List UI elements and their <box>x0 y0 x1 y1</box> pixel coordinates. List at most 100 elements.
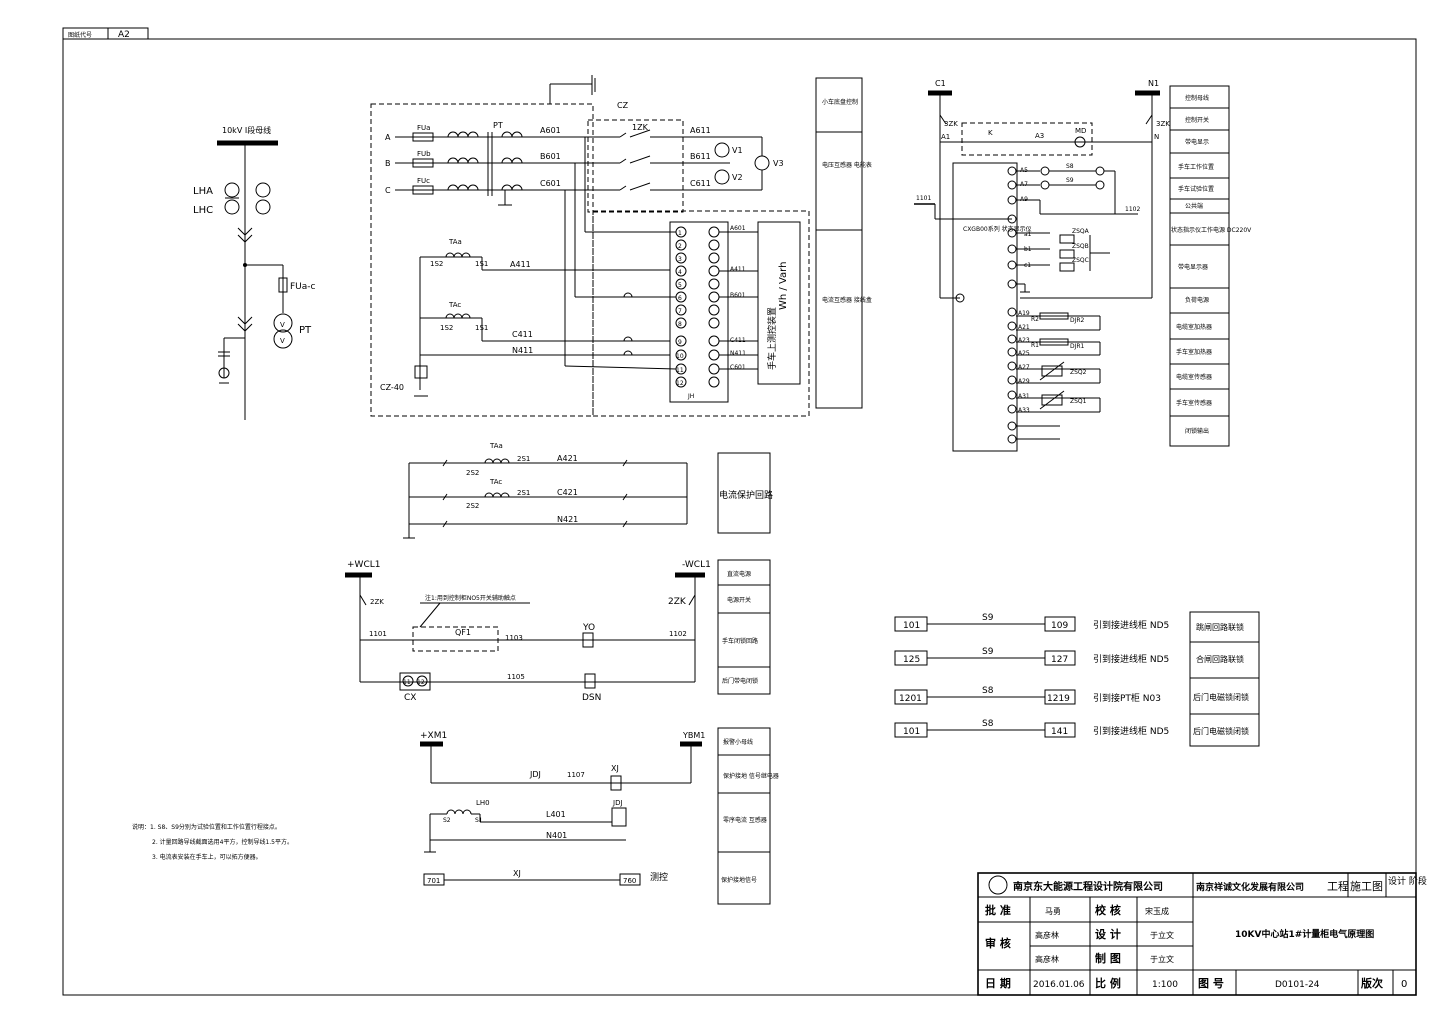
w-a411: A411 <box>510 260 531 269</box>
sig-s1: S1 <box>475 817 483 824</box>
side1-row1: 小车底盘控制 <box>822 98 858 106</box>
1s2-a: 1S2 <box>430 260 443 268</box>
w1103: 1103 <box>505 634 523 642</box>
w1102: 1102 <box>669 630 687 638</box>
side4-row5: 手车试验位置 <box>1178 185 1214 193</box>
design-sig: 于立文 <box>1150 930 1174 940</box>
w1105: 1105 <box>507 673 525 681</box>
meter-note: 手车上测控装置 <box>766 307 778 370</box>
2zk-right: 2ZK <box>668 597 687 607</box>
lhc-label: LHC <box>193 205 213 216</box>
control-section: C1 N1 3ZK 3ZK A1 N K A3 MD 1101 1102 CXG… <box>914 79 1170 452</box>
side-table-1: 小车底盘控制 电压互感器 电能表 电流互感器 接线盒 <box>815 77 872 409</box>
jh-term-4: 4 <box>678 269 682 276</box>
cz-label: CZ <box>617 101 629 110</box>
svg-text:V: V <box>280 321 285 329</box>
3zk-right: 3ZK <box>1156 120 1170 128</box>
prot-2s1-c: 2S1 <box>517 489 530 497</box>
side4-row3: 带电显示 <box>1185 138 1209 146</box>
side2-row1: 直流电源 <box>727 570 751 578</box>
cx-term-12: 12 <box>417 679 425 686</box>
title-block: 南京东大能源工程设计院有限公司 南京祥诚文化发展有限公司 工程 施工图 设计 阶… <box>977 872 1427 996</box>
v1-label: V1 <box>732 146 743 155</box>
il-to: 109 <box>1051 621 1068 631</box>
t701: 701 <box>427 877 440 885</box>
lh0-label: LH0 <box>476 799 490 807</box>
a3-label: A3 <box>1035 132 1044 140</box>
jh-term-3: 3 <box>678 256 682 263</box>
scale-label: 比 例 <box>1095 976 1121 990</box>
w-c411: C411 <box>512 330 533 339</box>
drawing-code-label: 图纸代号 <box>68 31 92 39</box>
side4-row14: 闭锁输出 <box>1185 427 1209 435</box>
side4-row13: 手车室传感器 <box>1176 399 1212 407</box>
tac-label: TAc <box>448 301 461 309</box>
zsq1-label: ZSQ1 <box>1070 398 1087 405</box>
fu-b: FUb <box>417 150 431 158</box>
dc-control-section: +WCL1 -WCL1 2ZK 2ZK 1101 1102 1103 QF1 注… <box>345 560 711 703</box>
jh-term-8: 8 <box>678 321 682 328</box>
draw-label: 制 图 <box>1095 951 1121 965</box>
approve-sig: 马勇 <box>1045 907 1061 916</box>
il-to: 127 <box>1051 655 1068 665</box>
jh-c601: C601 <box>730 364 746 371</box>
phase-a: A <box>385 133 391 142</box>
side-table-4: 控制母线 控制开关 带电显示 手车工作位置 手车试验位置 公共端 状态指示仪工作… <box>1169 85 1252 447</box>
scale-value: 1:100 <box>1152 980 1178 990</box>
2zk-left: 2ZK <box>370 598 384 606</box>
il-from: 101 <box>903 727 920 737</box>
xj-contact: XJ <box>513 869 521 878</box>
term-a33: A33 <box>1018 407 1030 414</box>
drawing-code-tab: 图纸代号 A2 <box>62 27 149 40</box>
w-c421: C421 <box>557 488 578 497</box>
jh-term-10: 10 <box>676 353 684 360</box>
note-1: 说明：1. S8、S9分别为试验位置和工作位置行程接点。 <box>132 823 281 831</box>
il-desc: 引到接进线柜 ND5 <box>1093 725 1169 737</box>
meter-label: Wh / Varh <box>778 262 789 310</box>
current-protection-section: TAa TAc 2S2 2S2 2S1 2S1 A421 C421 N421 电… <box>403 442 773 539</box>
md-label: MD <box>1075 127 1086 135</box>
ybm1-label: YBM1 <box>682 731 705 740</box>
prot-taa: TAa <box>489 442 503 450</box>
sig-s2: S2 <box>443 817 451 824</box>
w-b601: B601 <box>540 152 561 161</box>
pos-bus: +WCL1 <box>347 560 380 570</box>
side3-row2: 保护接地 信号继电器 <box>723 772 779 780</box>
dsn-label: DSN <box>582 693 601 703</box>
review-sig-2: 高彦林 <box>1035 954 1059 964</box>
side3-row3: 零序电流 互感器 <box>723 816 767 824</box>
jh-term-12: 12 <box>676 380 684 387</box>
company-name: 南京东大能源工程设计院有限公司 <box>1013 880 1163 893</box>
fu-a: FUa <box>417 124 430 132</box>
il-from: 125 <box>903 655 920 665</box>
ver-value: 0 <box>1401 979 1407 990</box>
djr2-label: DJR2 <box>1070 317 1085 324</box>
il-sw: S8 <box>982 686 994 696</box>
il-note: 跳闸回路联锁 <box>1196 622 1244 632</box>
neg-bus: -WCL1 <box>682 560 711 570</box>
il-note: 后门电磁锁闭锁 <box>1193 692 1249 702</box>
side2-row4: 后门带电闭锁 <box>722 677 758 685</box>
il-desc: 引到接进线柜 ND5 <box>1093 619 1169 631</box>
term-a19: A19 <box>1018 310 1030 317</box>
taa-label: TAa <box>448 238 462 246</box>
jh-n411: N411 <box>730 350 746 357</box>
jh-b601: B601 <box>730 292 746 299</box>
sig-note: 测控 <box>650 871 668 883</box>
review-sig-1: 高彦林 <box>1035 930 1059 940</box>
prot-tac: TAc <box>489 478 502 486</box>
drawing-title: 10KV中心站1#计量柜电气原理图 <box>1235 928 1374 940</box>
side4-row4: 手车工作位置 <box>1178 163 1214 171</box>
device-terminals <box>955 166 1017 444</box>
zsqa-label: ZSQA <box>1072 228 1090 235</box>
jh-box <box>669 221 729 403</box>
side4-row9: 负荷电源 <box>1185 296 1209 304</box>
fu-c: FUc <box>417 177 430 185</box>
client-name: 南京祥诚文化发展有限公司 <box>1196 881 1304 893</box>
il-from: 101 <box>903 621 920 631</box>
interlock-row: 101 S9 109 引到接进线柜 ND5 跳闸回路联锁 <box>894 611 1260 643</box>
signal-section: +XM1 YBM1 JDJ 1107 XJ LH0 S2 S1 L401 N40… <box>420 731 705 886</box>
xj-label: XJ <box>611 764 619 773</box>
t760: 760 <box>623 877 636 885</box>
w-n401: N401 <box>546 831 567 840</box>
